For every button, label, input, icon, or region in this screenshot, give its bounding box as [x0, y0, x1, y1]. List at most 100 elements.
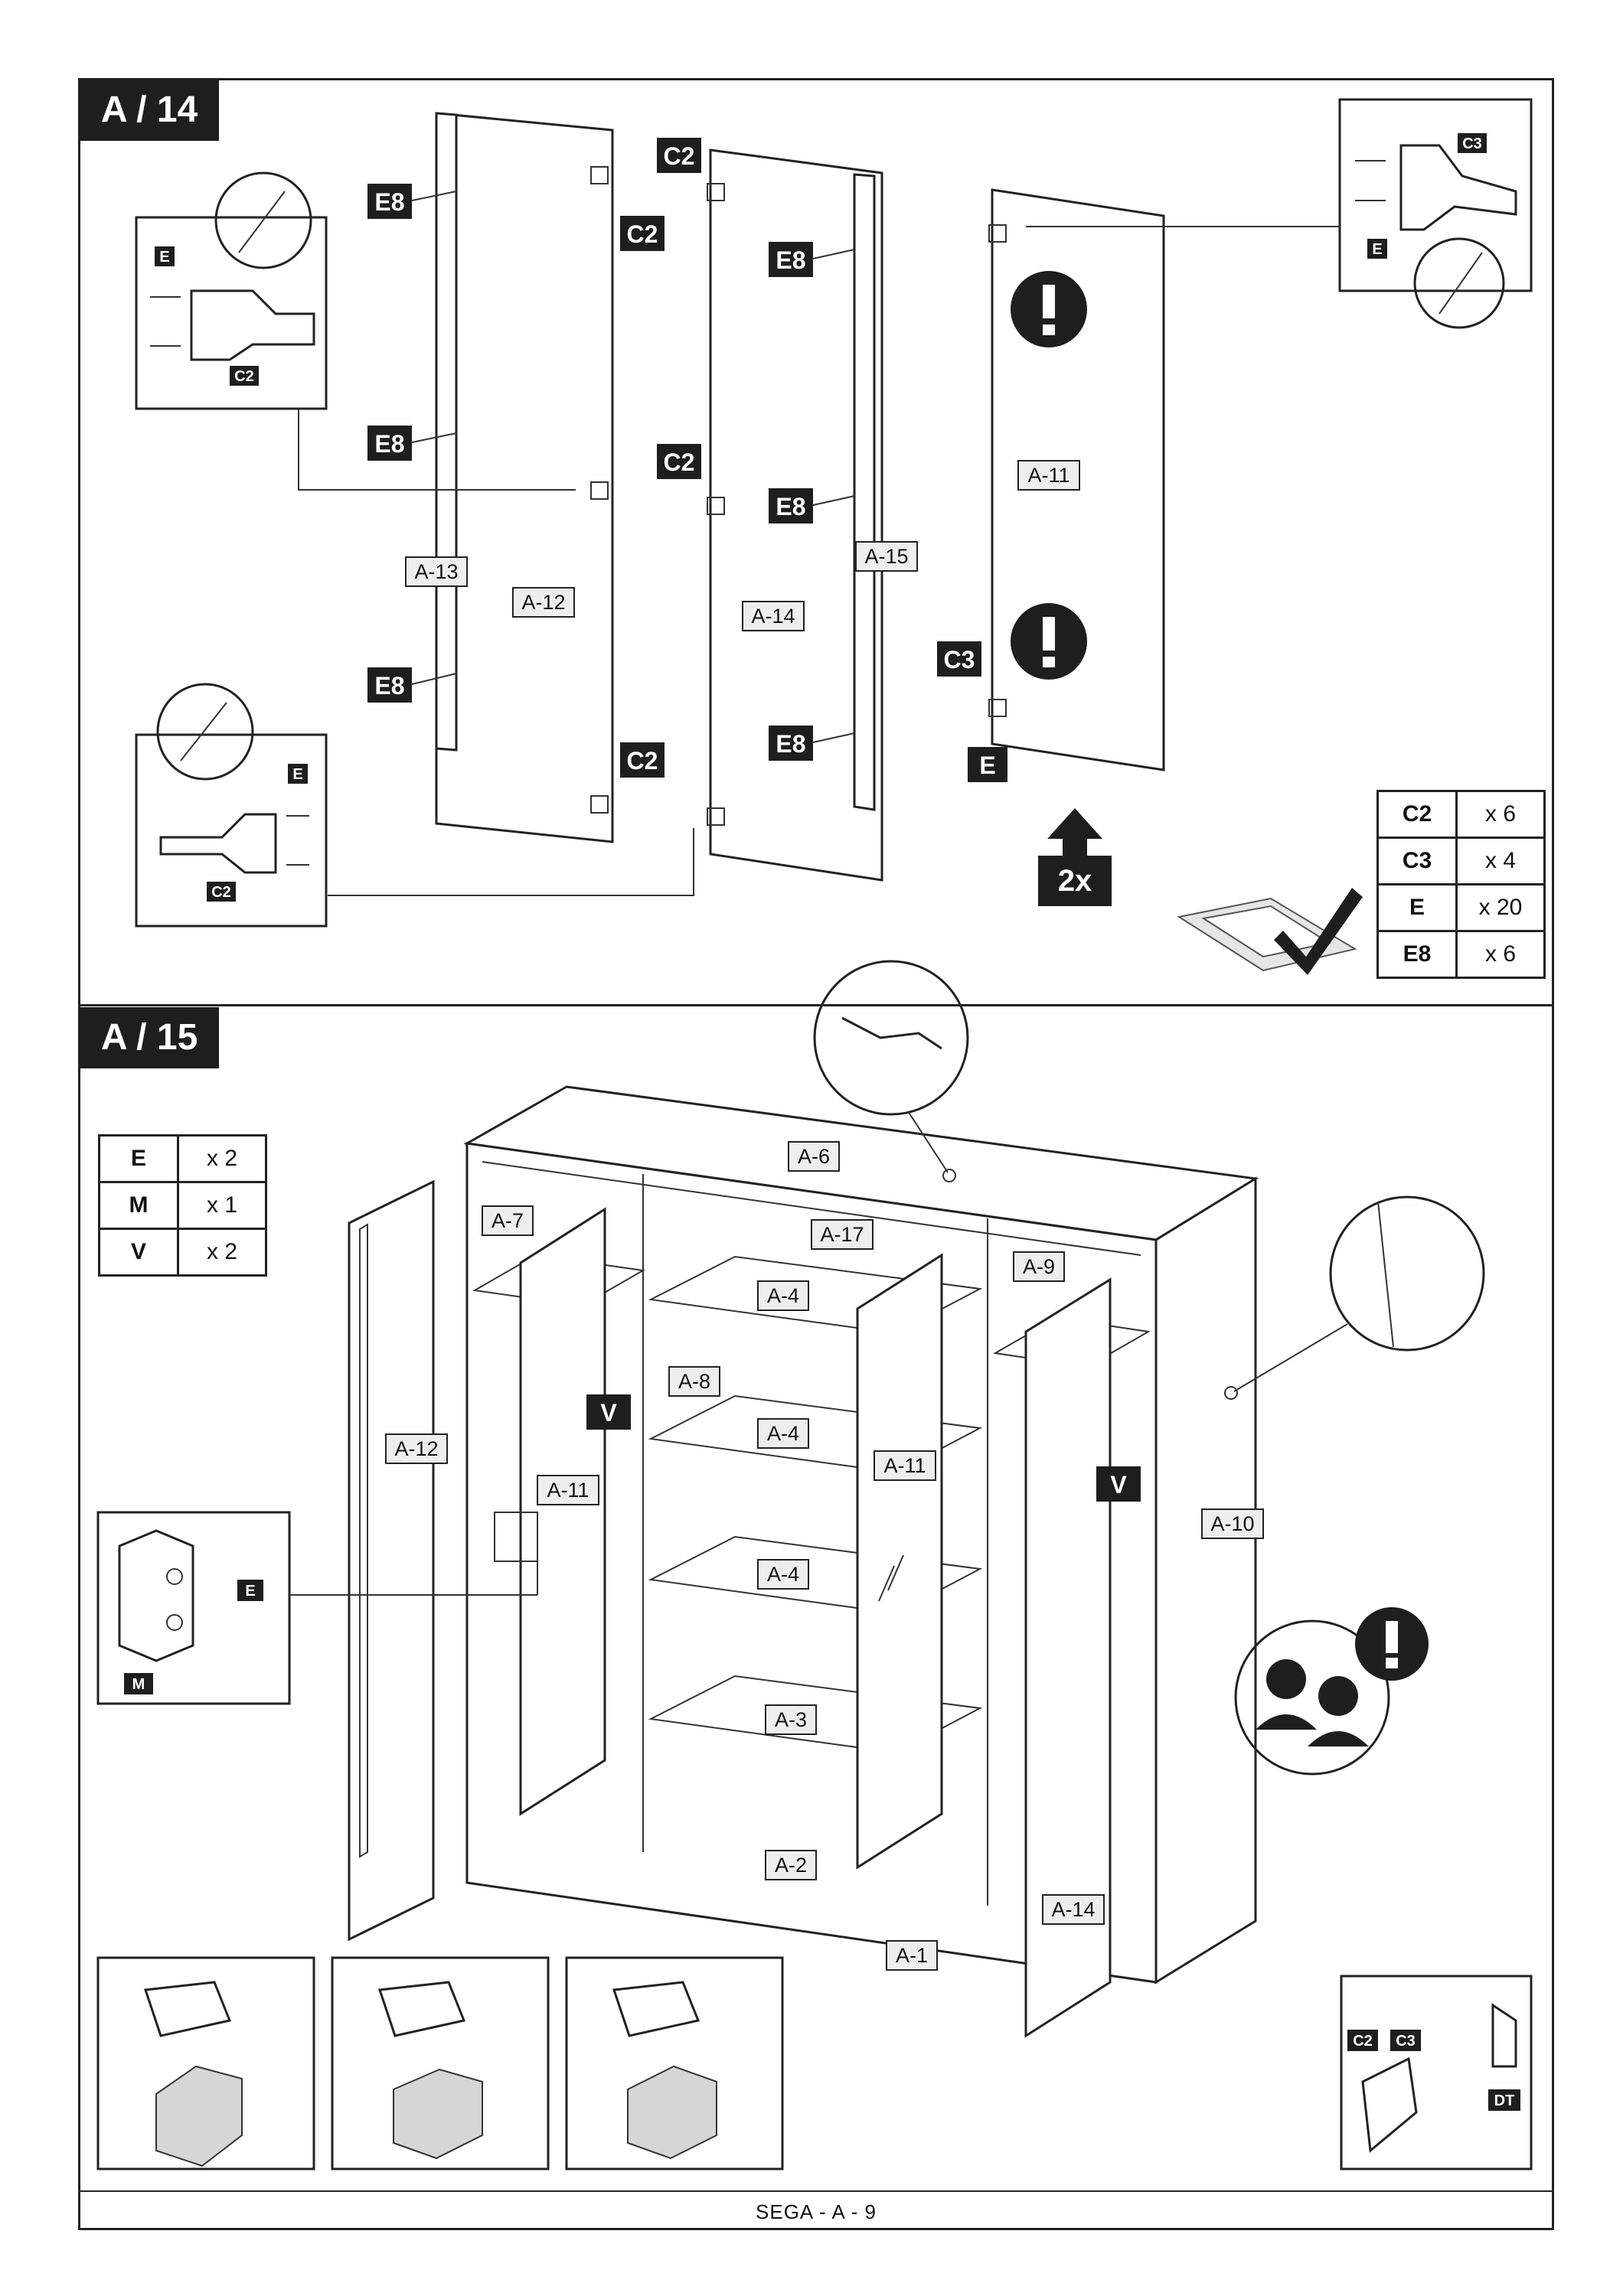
callout-e8: E8 [769, 242, 813, 277]
detail-callout-c3: C3 [1390, 2030, 1421, 2051]
detail-callout-c2: C2 [1347, 2030, 1378, 2051]
callout-e8: E8 [769, 726, 813, 761]
callout-c3: C3 [937, 641, 981, 677]
panel-label-a11: A-11 [1017, 460, 1080, 491]
hinge-marks [590, 166, 1007, 826]
part-qty: x 6 [1455, 790, 1546, 839]
svg-text:E8: E8 [776, 246, 805, 274]
svg-text:A-11: A-11 [1027, 464, 1069, 487]
svg-text:V: V [1110, 1471, 1127, 1499]
part-code: E8 [1376, 930, 1458, 979]
detail-zoom-right [1224, 1195, 1485, 1400]
svg-text:E: E [292, 766, 302, 783]
door-a11-right-open [856, 1253, 943, 1870]
svg-text:A-14: A-14 [1051, 1898, 1095, 1921]
callout-e8: E8 [367, 426, 412, 461]
svg-text:A-10: A-10 [1210, 1512, 1254, 1535]
svg-text:E8: E8 [776, 493, 805, 520]
svg-text:E8: E8 [374, 188, 404, 216]
svg-text:C2: C2 [627, 747, 658, 775]
part-code: C3 [1376, 837, 1458, 885]
panel-label-a11: A-11 [537, 1475, 599, 1505]
detail-callout-e: E [1367, 239, 1387, 259]
panel-label-a13: A-13 [405, 556, 468, 587]
svg-text:DT: DT [1494, 2092, 1515, 2109]
leader-lines [298, 191, 1340, 896]
hinge-detail-bottom-left [135, 683, 328, 928]
callout-e8: E8 [367, 184, 412, 219]
svg-text:C2: C2 [664, 448, 695, 476]
svg-text:E: E [979, 752, 995, 779]
svg-text:A-12: A-12 [521, 591, 565, 614]
warning-icon [1011, 603, 1087, 680]
detail-callout-e: E [155, 246, 175, 266]
panel-label-a12: A-12 [385, 1433, 448, 1464]
svg-text:E8: E8 [374, 430, 404, 458]
detail-callout-m: M [124, 1673, 153, 1694]
svg-text:A-4: A-4 [767, 1563, 799, 1586]
hinge-detail-top-right [1338, 98, 1533, 329]
svg-text:A-4: A-4 [767, 1284, 799, 1307]
part-code: E [1376, 883, 1458, 932]
callout-v: V [586, 1394, 631, 1430]
part-qty: x 4 [1455, 837, 1546, 885]
callout-v: V [1096, 1466, 1141, 1502]
step-a14-label: A / 14 [80, 80, 220, 141]
warning-icon [1355, 1607, 1429, 1681]
svg-text:C3: C3 [1396, 2033, 1416, 2050]
part-code: M [98, 1181, 179, 1230]
panel-label-a1: A-1 [886, 1940, 938, 1971]
svg-text:A-11: A-11 [547, 1479, 589, 1502]
hardware-detail-left [96, 1511, 538, 1705]
svg-text:C2: C2 [1353, 2033, 1373, 2050]
hinge-adjust-panel-3 [565, 1956, 784, 2170]
svg-text:A-2: A-2 [775, 1854, 807, 1877]
detail-callout-c2: C2 [230, 366, 259, 386]
panel-label-a4: A-4 [757, 1418, 809, 1449]
footer-divider [78, 2190, 1554, 2192]
panel-label-a6: A-6 [788, 1141, 840, 1172]
panel-label-a8: A-8 [668, 1366, 720, 1397]
hinge-adjust-panel-2 [331, 1956, 550, 2170]
part-qty: x 6 [1455, 930, 1546, 979]
detail-callout-c3: C3 [1458, 133, 1487, 153]
svg-text:A-15: A-15 [864, 545, 908, 568]
svg-text:C2: C2 [627, 220, 658, 248]
svg-text:A-3: A-3 [775, 1708, 807, 1731]
panel-label-a4: A-4 [757, 1280, 809, 1311]
page-footer: SEGA - A - 9 [756, 2200, 877, 2223]
svg-text:C2: C2 [211, 884, 231, 901]
detail-callout-e: E [288, 764, 308, 784]
part-qty: x 1 [177, 1181, 267, 1230]
hinge-detail-top-left [135, 171, 328, 410]
part-code: E [98, 1134, 179, 1183]
svg-text:V: V [600, 1399, 617, 1427]
hinge-adjust-panel-1 [96, 1956, 315, 2170]
callout-e: E [968, 747, 1007, 782]
two-people-icon [1234, 1619, 1390, 1776]
callout-e8: E8 [769, 488, 813, 523]
arrow-up-icon: 2x [1038, 808, 1112, 906]
door-a12-open [348, 1179, 435, 1942]
svg-text:A-12: A-12 [394, 1437, 438, 1460]
callout-c2: C2 [620, 742, 665, 778]
svg-text:A-8: A-8 [678, 1370, 710, 1393]
panel-label-a15: A-15 [855, 541, 918, 572]
detail-zoom-top [813, 960, 969, 1182]
door-a11-open [519, 1207, 606, 1816]
part-code: C2 [1376, 790, 1458, 839]
panel-label-a14: A-14 [1042, 1894, 1105, 1925]
part-qty: x 20 [1455, 883, 1546, 932]
svg-text:A-17: A-17 [820, 1223, 864, 1246]
svg-text:A-13: A-13 [414, 560, 458, 583]
panel-label-a2: A-2 [765, 1850, 817, 1880]
svg-text:M: M [132, 1676, 145, 1693]
svg-text:E8: E8 [374, 672, 404, 700]
